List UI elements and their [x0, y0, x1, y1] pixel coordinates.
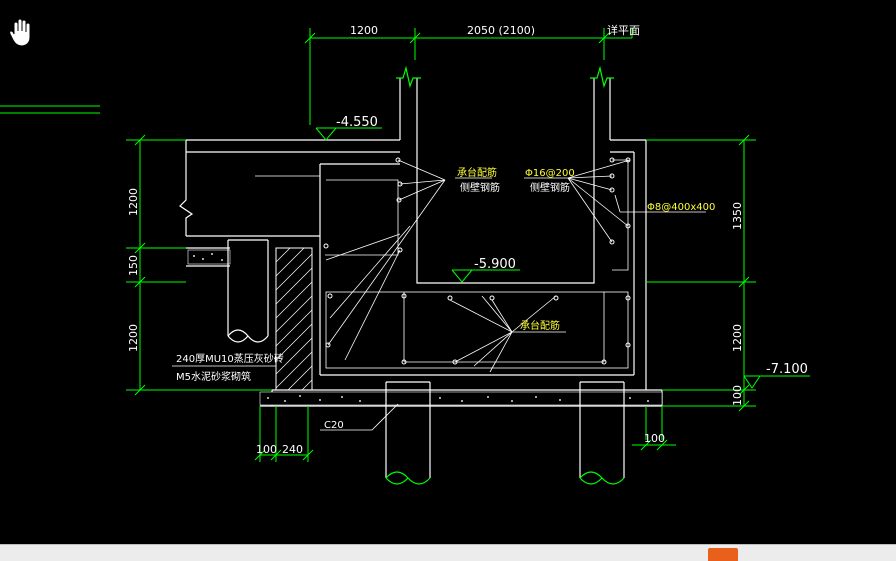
- piles: [227, 239, 625, 485]
- dim-bottom-1: 100: [256, 443, 277, 456]
- hand-pan-icon: [8, 18, 36, 48]
- label-side-rebar-2: 侧壁钢筋: [530, 181, 570, 194]
- label-rebar-spec: Φ16@200: [525, 168, 575, 179]
- dim-top-1: 1200: [350, 24, 378, 37]
- dim-top-3: 详平面: [607, 23, 640, 37]
- label-stirrup-spec: Φ8@400x400: [647, 202, 715, 213]
- brick-wall-hatch: [275, 247, 313, 391]
- gravel-specks: [193, 253, 649, 402]
- dim-bottom-3: 100: [644, 432, 665, 445]
- right-dimension-lines: [646, 134, 810, 412]
- dim-left-1: 1200: [127, 188, 140, 216]
- label-concrete-grade: C20: [324, 420, 344, 431]
- label-wall-note-1: 240厚MU10蒸压灰砂砖: [176, 352, 284, 365]
- cad-drawing-canvas[interactable]: 1200 2050 (2100) 详平面: [0, 0, 896, 544]
- elevation-markers: [315, 127, 520, 283]
- label-side-rebar-1: 侧壁钢筋: [460, 181, 500, 194]
- elevation-top: -4.550: [336, 115, 378, 130]
- label-cap-rebar-2: 承台配筋: [520, 319, 560, 332]
- label-wall-note-2: M5水泥砂浆砌筑: [176, 370, 251, 383]
- structure-outline: [179, 139, 663, 407]
- elevation-pit: -5.900: [474, 257, 516, 272]
- dim-right-1: 1350: [731, 202, 744, 230]
- bottom-dimension-lines: [254, 406, 676, 462]
- dim-bottom-2: 240: [282, 443, 303, 456]
- elevation-base: -7.100: [766, 362, 808, 377]
- status-bar: [0, 544, 896, 561]
- dim-right-3: 100: [731, 385, 744, 406]
- app-logo-icon: [708, 548, 738, 561]
- rebar-lines: [255, 159, 706, 373]
- dim-right-2: 1200: [731, 324, 744, 352]
- dim-left-3: 1200: [127, 324, 140, 352]
- left-dimension-lines: [126, 134, 272, 396]
- rebar-dots: [323, 157, 631, 365]
- concrete-leader: [320, 403, 399, 431]
- left-reference-lines: [0, 105, 100, 114]
- label-cap-rebar-1: 承台配筋: [457, 166, 497, 179]
- dim-left-2: 150: [127, 255, 140, 276]
- dim-top-2: 2050 (2100): [467, 24, 535, 37]
- stem-walls: [396, 65, 614, 268]
- top-dimension-lines: [304, 28, 633, 125]
